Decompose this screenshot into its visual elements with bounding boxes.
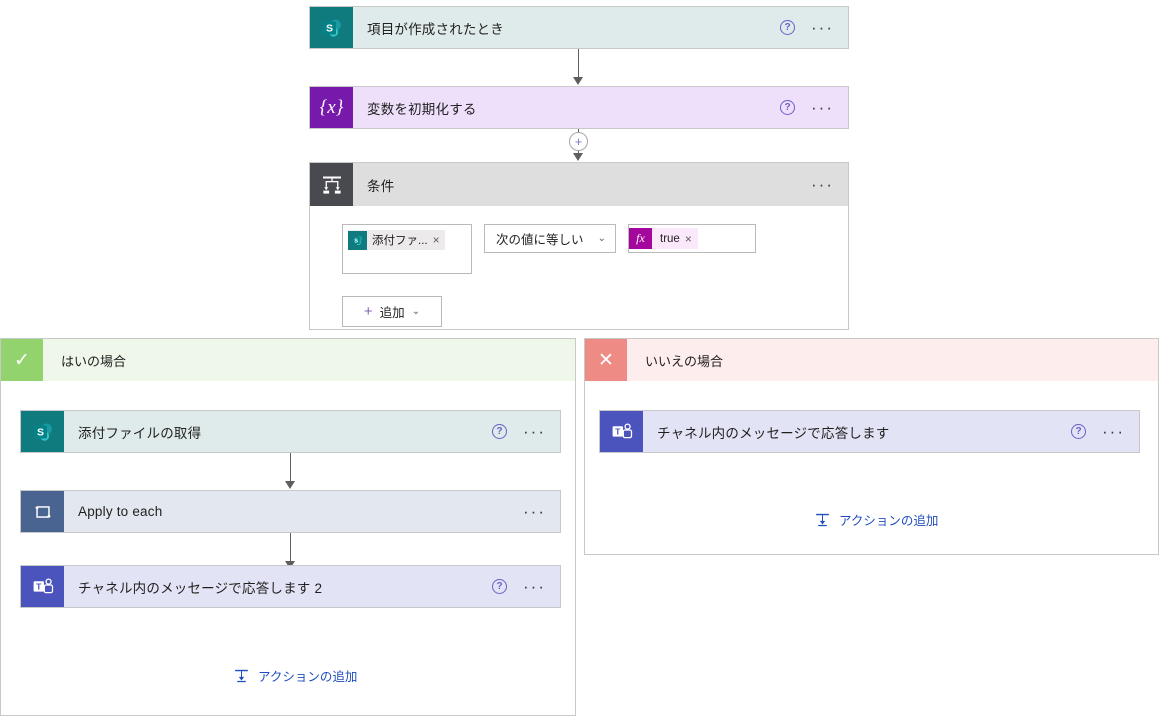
get-attachments-card-body: 添付ファイルの取得	[64, 411, 493, 452]
svg-text:S: S	[36, 426, 43, 438]
close-icon: ✕	[585, 339, 627, 381]
connector-attachments-to-loop	[290, 453, 291, 482]
add-action-label-no: アクションの追加	[839, 514, 939, 528]
yes-branch-label: はいの場合	[61, 353, 127, 369]
sharepoint-token-icon: S	[348, 230, 367, 250]
help-icon[interactable]: ?	[780, 20, 796, 35]
close-icon-glyph: ✕	[598, 349, 614, 371]
connector-arrow-condition	[573, 153, 583, 161]
condition-card-actions: ···	[811, 163, 848, 206]
add-action-label-yes: アクションの追加	[258, 670, 358, 684]
trigger-title: 項目が作成されたとき	[367, 21, 504, 37]
expression-token-label: true	[660, 232, 680, 245]
post-message-card-2[interactable]: T チャネル内のメッセージで応答します 2 ? ···	[20, 565, 561, 608]
condition-card-header[interactable]: 条件 ···	[310, 163, 848, 206]
connector-arrow-loop	[285, 481, 295, 489]
add-action-icon	[816, 513, 829, 527]
post-message-title-2: チャネル内のメッセージで応答します 2	[78, 580, 323, 596]
no-branch-header: ✕ いいえの場合	[585, 339, 1158, 381]
add-condition-label: 追加	[379, 306, 405, 320]
check-icon: ✓	[1, 339, 43, 381]
remove-token-icon[interactable]: ×	[684, 231, 692, 246]
connector-loop-to-teams	[290, 533, 291, 562]
initialize-variable-card[interactable]: {x} 変数を初期化する ? ···	[309, 86, 849, 129]
post-message-card[interactable]: T チャネル内のメッセージで応答します ? ···	[599, 410, 1140, 453]
dynamic-content-token[interactable]: S 添付ファ... ×	[348, 230, 445, 250]
more-menu-icon[interactable]: ···	[523, 421, 546, 441]
sharepoint-icon: S	[21, 411, 64, 452]
chevron-down-icon: ⌄	[411, 306, 421, 317]
more-menu-icon[interactable]: ···	[523, 501, 546, 521]
more-menu-icon[interactable]: ···	[523, 576, 546, 596]
connector-variable-to-condition-bottom	[578, 151, 579, 154]
no-branch-label: いいえの場合	[645, 353, 724, 369]
trigger-card-body: 項目が作成されたとき	[353, 7, 781, 48]
more-menu-icon[interactable]: ···	[811, 17, 834, 37]
variable-icon-glyph: {x}	[319, 96, 344, 118]
loop-icon	[21, 491, 64, 532]
yes-branch-label-wrap: はいの場合	[43, 339, 575, 381]
initialize-variable-card-body: 変数を初期化する	[353, 87, 781, 128]
trigger-card-actions: ? ···	[780, 7, 848, 48]
condition-right-operand-field[interactable]: fx true ×	[628, 224, 756, 253]
apply-to-each-title: Apply to each	[78, 504, 163, 519]
get-attachments-card[interactable]: S 添付ファイルの取得 ? ···	[20, 410, 561, 453]
condition-left-operand-field[interactable]: S 添付ファ... ×	[342, 224, 472, 274]
svg-text:T: T	[36, 581, 42, 591]
chevron-down-icon: ⌄	[597, 233, 606, 244]
remove-token-icon[interactable]: ×	[432, 233, 440, 247]
help-icon[interactable]: ?	[492, 424, 508, 439]
more-menu-icon[interactable]: ···	[1102, 421, 1125, 441]
apply-to-each-card-body: Apply to each	[64, 491, 524, 532]
condition-icon	[310, 163, 353, 206]
post-message-card-2-actions: ? ···	[492, 566, 560, 607]
svg-text:S: S	[325, 22, 332, 34]
get-attachments-title: 添付ファイルの取得	[78, 425, 202, 441]
more-menu-icon[interactable]: ···	[811, 97, 834, 117]
get-attachments-card-actions: ? ···	[492, 411, 560, 452]
trigger-card[interactable]: S 項目が作成されたとき ? ···	[309, 6, 849, 49]
more-menu-icon[interactable]: ···	[811, 174, 834, 194]
no-branch-label-wrap: いいえの場合	[627, 339, 1158, 381]
apply-to-each-card-actions: ···	[523, 491, 560, 532]
condition-card-body: 条件	[353, 163, 812, 206]
sharepoint-icon: S	[310, 7, 353, 48]
apply-to-each-card[interactable]: Apply to each ···	[20, 490, 561, 533]
add-action-link-yes[interactable]: アクションの追加	[233, 666, 357, 685]
plus-icon: +	[363, 303, 373, 320]
insert-step-button[interactable]: +	[569, 132, 588, 151]
yes-branch-header: ✓ はいの場合	[1, 339, 575, 381]
condition-title: 条件	[367, 178, 395, 194]
condition-content: S 添付ファ... × 次の値に等しい ⌄ fx t	[310, 206, 848, 327]
initialize-variable-card-actions: ? ···	[780, 87, 848, 128]
help-icon[interactable]: ?	[492, 579, 508, 594]
add-action-icon	[235, 669, 248, 683]
variable-icon: {x}	[310, 87, 353, 128]
connector-arrow-trigger	[573, 77, 583, 85]
initialize-variable-title: 変数を初期化する	[367, 101, 477, 117]
post-message-card-actions: ? ···	[1071, 411, 1139, 452]
check-icon-glyph: ✓	[14, 349, 30, 371]
condition-row: S 添付ファ... × 次の値に等しい ⌄ fx t	[342, 224, 848, 274]
expression-fx-icon: fx	[629, 228, 652, 249]
connector-trigger-to-variable	[578, 49, 579, 78]
condition-operator-select[interactable]: 次の値に等しい ⌄	[484, 224, 616, 253]
post-message-card-2-body: チャネル内のメッセージで応答します 2	[64, 566, 493, 607]
teams-icon: T	[600, 411, 643, 452]
add-condition-button[interactable]: + 追加 ⌄	[342, 296, 442, 327]
yes-branch-container: ✓ はいの場合 S 添付ファイルの取得 ? ···	[0, 338, 576, 716]
svg-text:S: S	[354, 238, 358, 244]
add-action-link-no[interactable]: アクションの追加	[814, 510, 938, 529]
expression-token[interactable]: fx true ×	[629, 228, 698, 249]
condition-operator-value: 次の値に等しい	[496, 233, 584, 247]
no-branch-container: ✕ いいえの場合 T チャネル内のメッセージで応答します ? ···	[584, 338, 1159, 555]
help-icon[interactable]: ?	[1071, 424, 1087, 439]
dynamic-content-token-label: 添付ファ...	[372, 235, 428, 247]
teams-icon: T	[21, 566, 64, 607]
svg-text:T: T	[615, 426, 621, 436]
post-message-title: チャネル内のメッセージで応答します	[657, 425, 890, 441]
condition-card[interactable]: 条件 ··· S	[309, 162, 849, 330]
post-message-card-body: チャネル内のメッセージで応答します	[643, 411, 1072, 452]
help-icon[interactable]: ?	[780, 100, 796, 115]
